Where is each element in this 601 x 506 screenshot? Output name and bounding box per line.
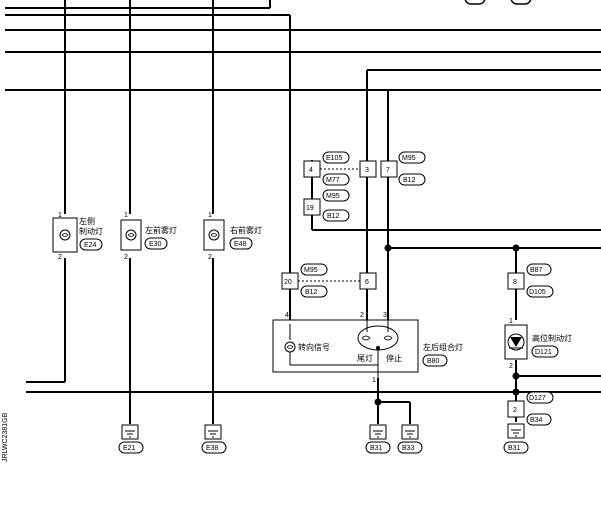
ground-e21: E21 [118, 424, 144, 454]
left-fog-name: 左前雾灯 [145, 225, 177, 235]
ground-b31-b: B31 [503, 423, 529, 454]
combo-tail-label: 尾灯 [357, 353, 373, 363]
ground-e38: E38 [201, 424, 227, 454]
right-fog-pin-bottom: 2 [208, 254, 212, 261]
right-fog-name: 右前雾灯 [230, 225, 262, 235]
left-fog-pin-bottom: 2 [124, 254, 128, 261]
connector-b87-group: 8 B87 D105 [507, 263, 554, 298]
left-stop-lamp-pin-bottom: 2 [58, 254, 62, 261]
ground-b33: B33 [397, 424, 423, 454]
connector-d127-label: D127 [529, 395, 546, 402]
high-stop-pin-bottom: 2 [509, 363, 513, 370]
ground-b31-a-label: B31 [370, 445, 383, 452]
right-fog-lamp: 1 2 右前雾灯 E48 [203, 212, 262, 261]
diagram-id-label: JRLWC2381GB [2, 412, 9, 462]
combo-connector: B80 [427, 358, 440, 365]
combo-name: 左后组合灯 [423, 342, 463, 352]
left-stop-lamp: 1 2 左侧 制动灯 E24 [52, 212, 103, 261]
high-stop-name: 高位制动灯 [532, 333, 572, 343]
connector-e105-group: 4 E105 3 M77 7 M95 B12 19 M95 B12 [303, 151, 426, 222]
ground-e38-label: E38 [206, 445, 219, 452]
ground-e21-label: E21 [123, 445, 136, 452]
connector-m95-top-label: M95 [402, 155, 416, 162]
connector-b12-left-label: B12 [327, 213, 340, 220]
combo-pin-ground: 1 [372, 377, 376, 384]
high-mount-stop-lamp: 1 2 高位制动灯 D121 [504, 318, 572, 370]
connector-mid-pin-left: 20 [284, 279, 292, 286]
ground-b33-label: B33 [402, 445, 415, 452]
connector-d127-group: 2 D127 B34 [507, 391, 554, 426]
left-stop-lamp-name-1: 左侧 [79, 216, 95, 226]
left-rear-combination-lamp: 4 2 3 1 转向信号 尾灯 停止 左后组合灯 B80 [272, 312, 463, 384]
connector-e105-label: E105 [326, 155, 342, 162]
combo-pin-turn: 4 [285, 312, 289, 319]
left-stop-lamp-pin-top: 1 [58, 212, 62, 219]
left-stop-lamp-connector: E24 [84, 242, 97, 249]
ground-b31-b-label: B31 [508, 445, 521, 452]
connector-m95-left-pin: 19 [306, 205, 314, 212]
connector-b34-label: B34 [530, 417, 543, 424]
connector-mid-label-top: M95 [304, 267, 318, 274]
left-fog-connector: E30 [149, 241, 162, 248]
combo-stop-label: 停止 [386, 353, 402, 363]
left-fog-pin-top: 1 [124, 212, 128, 219]
right-fog-connector: E48 [234, 241, 247, 248]
connector-d127-pin: 2 [513, 407, 517, 414]
connector-e105-pin: 4 [309, 167, 313, 174]
connector-mid-label-bottom: B12 [305, 289, 318, 296]
connector-m95-top-pin: 7 [386, 167, 390, 174]
connector-m77-label: M77 [326, 177, 340, 184]
connector-b87-label: B87 [530, 267, 543, 274]
connector-mid-pin-right: 6 [365, 279, 369, 286]
combo-pin-stop: 3 [383, 312, 387, 319]
left-stop-lamp-name-2: 制动灯 [79, 226, 103, 236]
high-stop-connector: D121 [535, 349, 552, 356]
combo-pin-tail: 2 [360, 312, 364, 319]
connector-m95-mid-group: 20 6 M95 B12 [281, 263, 377, 298]
top-right-connectors [464, 0, 532, 5]
high-stop-pin-top: 1 [509, 318, 513, 325]
connector-m95-left-label: M95 [326, 193, 340, 200]
right-fog-pin-top: 1 [208, 212, 212, 219]
combo-turn-signal-label: 转向信号 [298, 342, 330, 352]
connector-b87-pin: 8 [513, 279, 517, 286]
connector-b12-top-label: B12 [403, 177, 416, 184]
connector-m77-pin: 3 [365, 167, 369, 174]
ground-b31-a: B31 [365, 424, 391, 454]
junction-dots [374, 244, 520, 406]
left-fog-lamp: 1 2 左前雾灯 E30 [120, 212, 177, 261]
connector-d105-label: D105 [529, 289, 546, 296]
